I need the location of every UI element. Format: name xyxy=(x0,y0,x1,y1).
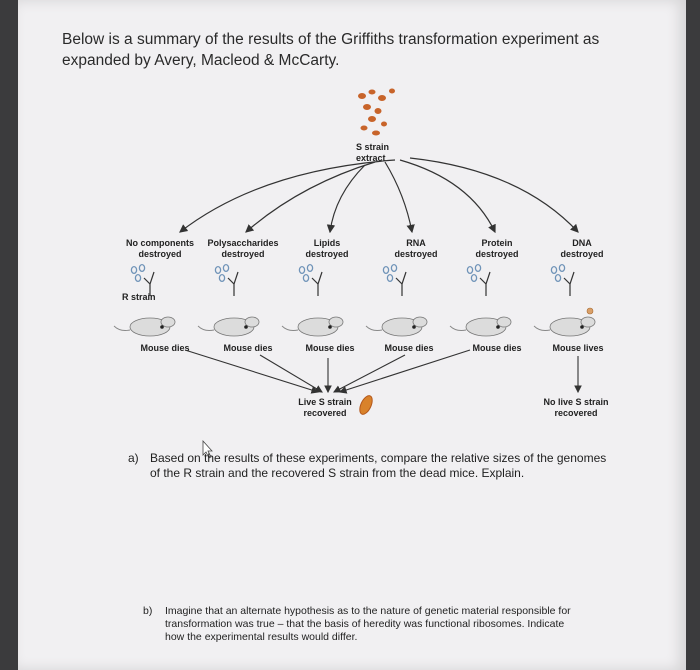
s-strain-bacterium-icon xyxy=(359,395,373,415)
s-strain-label: S strain xyxy=(356,142,389,152)
s-strain-cluster-icon xyxy=(358,88,395,136)
injection-arrow-icon xyxy=(311,271,323,296)
distribution-arrows xyxy=(179,157,579,234)
question-a-text: Based on the results of these experiment… xyxy=(150,451,607,480)
r-strain-bacteria-icon xyxy=(298,263,314,283)
dead-mouse-icon xyxy=(449,316,512,337)
treatment-sub-1: destroyed xyxy=(138,249,181,259)
treatment-sub-4: destroyed xyxy=(394,249,437,259)
treatment-label-5: Protein xyxy=(481,238,512,248)
mouse-cursor-icon xyxy=(202,439,213,459)
r-strain-label: R strain xyxy=(122,292,156,302)
treatment-sub-5: destroyed xyxy=(475,249,518,259)
injection-arrow-icon xyxy=(227,271,239,296)
r-strain-bacteria-icon xyxy=(214,263,230,283)
question-a: a) Based on the results of these experim… xyxy=(128,451,608,480)
dead-mouse-icon xyxy=(197,316,260,337)
no-live-s-strain-sub: recovered xyxy=(554,408,597,418)
treatment-label-2: Polysaccharides xyxy=(207,238,278,248)
live-s-strain-sub: recovered xyxy=(303,408,346,418)
treatment-label-4: RNA xyxy=(406,238,426,248)
question-a-number: a) xyxy=(128,451,139,465)
outcome-1: Mouse dies xyxy=(140,343,189,353)
treatment-sub-2: destroyed xyxy=(221,249,264,259)
question-b-number: b) xyxy=(143,605,153,617)
live-mouse-icon xyxy=(533,307,596,337)
injection-arrow-icon xyxy=(563,271,575,296)
outcome-5: Mouse dies xyxy=(472,343,521,353)
r-strain-bacteria-icon xyxy=(382,263,398,283)
treatment-label-1: No components xyxy=(126,238,194,248)
s-strain-extract-label: extract xyxy=(356,153,386,163)
converging-arrows xyxy=(184,349,582,394)
live-s-strain-label: Live S strain xyxy=(298,397,352,407)
dead-mouse-icon xyxy=(365,316,428,337)
injection-arrow-icon xyxy=(479,271,491,296)
treatment-sub-6: destroyed xyxy=(560,249,603,259)
outcome-3: Mouse dies xyxy=(305,343,354,353)
treatment-columns xyxy=(113,263,596,337)
outcome-4: Mouse dies xyxy=(384,343,433,353)
treatment-sub-3: destroyed xyxy=(305,249,348,259)
page-heading: Below is a summary of the results of the… xyxy=(62,31,600,69)
outcome-2: Mouse dies xyxy=(223,343,272,353)
treatment-label-6: DNA xyxy=(572,238,592,248)
injection-arrow-icon xyxy=(395,271,407,296)
no-live-s-strain-label: No live S strain xyxy=(543,397,608,407)
dead-mouse-icon xyxy=(281,316,344,337)
r-strain-bacteria-icon xyxy=(550,263,566,283)
question-b-text: Imagine that an alternate hypothesis as … xyxy=(165,605,571,643)
r-strain-bacteria-icon xyxy=(466,263,482,283)
question-b: b) Imagine that an alternate hypothesis … xyxy=(143,605,583,644)
treatment-label-3: Lipids xyxy=(314,238,341,248)
injection-arrow-icon xyxy=(143,271,155,296)
dead-mouse-icon xyxy=(113,316,176,337)
outcome-6: Mouse lives xyxy=(552,343,603,353)
r-strain-bacteria-icon xyxy=(130,263,146,283)
